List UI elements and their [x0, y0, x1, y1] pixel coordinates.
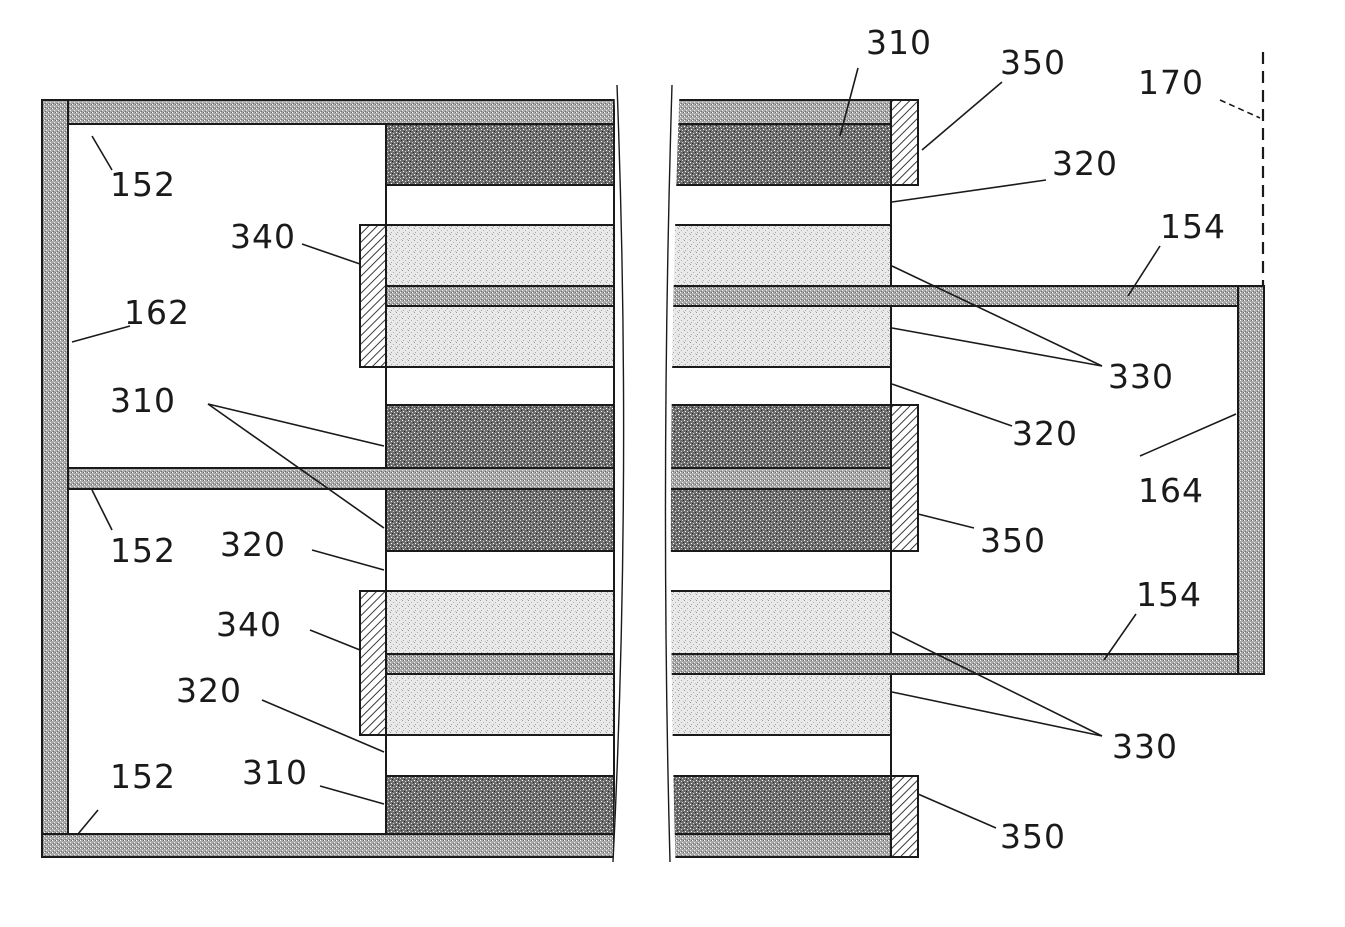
label-152-b: 152 [110, 531, 176, 570]
plate-152-middle [68, 468, 614, 489]
label-152-a: 152 [110, 165, 176, 204]
label-310-mid: 310 [110, 381, 176, 420]
label-340-a: 340 [230, 217, 296, 256]
tab-350-top [891, 100, 918, 185]
wall-164 [1238, 286, 1264, 674]
label-350-top: 350 [1000, 43, 1066, 82]
plate-bottom-right [668, 834, 891, 857]
electrode-310-bottom [386, 776, 614, 834]
label-330-a: 330 [1108, 357, 1174, 396]
label-320-top: 320 [1052, 144, 1118, 183]
electrode-330-a [386, 225, 614, 286]
electrode-330-d-right [668, 674, 891, 735]
label-340-b: 340 [216, 605, 282, 644]
electrode-310-mid-upper-right [668, 405, 891, 468]
wall-162 [42, 100, 68, 857]
label-154-top: 154 [1160, 207, 1226, 246]
label-170: 170 [1138, 63, 1204, 102]
plate-top-right [668, 100, 918, 124]
tab-350-middle [891, 405, 918, 551]
electrode-330-c-right [668, 591, 891, 654]
electrode-310-mid-upper [386, 405, 614, 468]
label-320-a: 320 [220, 525, 286, 564]
separator-320-b [386, 367, 614, 405]
label-164: 164 [1138, 471, 1204, 510]
label-320-b: 320 [176, 671, 242, 710]
label-152-c: 152 [110, 757, 176, 796]
tab-350-bottom [891, 776, 918, 857]
label-310-bottom: 310 [242, 753, 308, 792]
electrode-330-c [386, 591, 614, 654]
plate-154-upper [668, 286, 1264, 306]
separator-320-a [386, 185, 614, 225]
electrode-310-bottom-right [668, 776, 891, 834]
electrode-310-top-right [668, 124, 891, 185]
separator-320-a-right [668, 185, 891, 225]
label-350-bottom: 350 [1000, 817, 1066, 856]
tab-340-lower [360, 591, 386, 735]
electrode-330-d [386, 674, 614, 735]
label-330-b: 330 [1112, 727, 1178, 766]
plate-152-top [42, 100, 614, 124]
separator-320-c-right [668, 551, 891, 591]
label-320-mid: 320 [1012, 414, 1078, 453]
electrode-310-mid-lower [386, 489, 614, 551]
electrode-310-mid-lower-right [668, 489, 891, 551]
separator-320-b-right [668, 367, 891, 405]
electrode-310-top [386, 124, 614, 185]
plate-154-lower [668, 654, 1264, 674]
plate-152-bottom [42, 834, 614, 857]
label-154-bottom: 154 [1136, 575, 1202, 614]
label-310-top: 310 [866, 23, 932, 62]
separator-320-d-right [668, 735, 891, 776]
plate-154-a-left [386, 286, 614, 306]
electrode-330-b [386, 306, 614, 367]
label-350-mid: 350 [980, 521, 1046, 560]
plate-152-middle-right [668, 468, 891, 489]
separator-320-d [386, 735, 614, 776]
separator-320-c [386, 551, 614, 591]
tab-340-upper [360, 225, 386, 367]
electrode-330-b-right [668, 306, 891, 367]
label-162: 162 [124, 293, 190, 332]
electrode-330-a-right [668, 225, 891, 286]
plate-154-b-left [386, 654, 614, 674]
